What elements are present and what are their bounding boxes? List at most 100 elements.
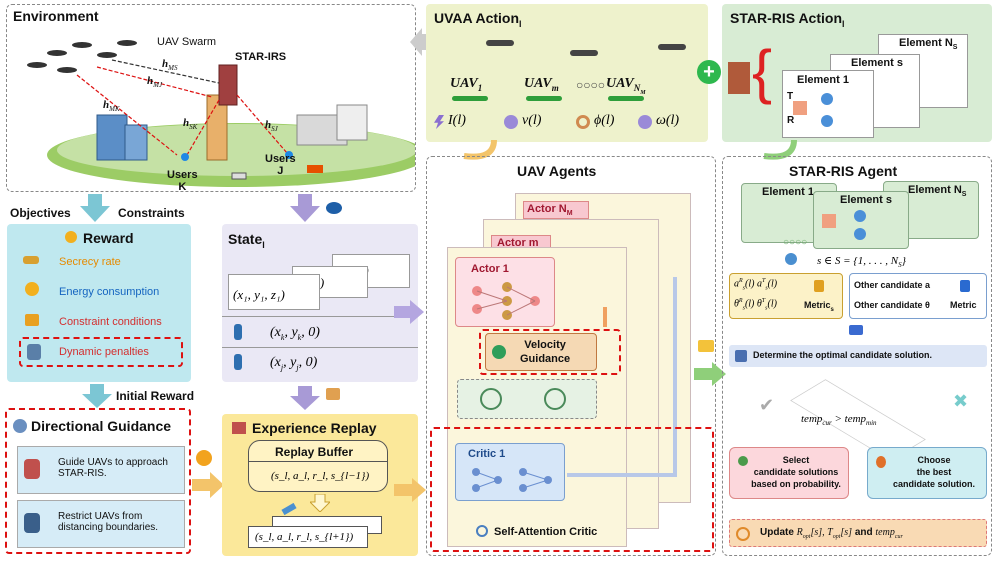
candidate-s-box: aRs(l) aTs(l) θRs(l) θTs(l) Metrics — [729, 273, 843, 319]
guidance-item-1: Guide UAVs to approach STAR-RIS. — [58, 457, 168, 479]
uav-nm-label: UAVNM — [606, 76, 646, 96]
user-guide-icon — [24, 459, 40, 479]
house-icon — [232, 422, 246, 434]
determine-icon — [735, 350, 747, 362]
key-icon — [23, 256, 39, 264]
update-box: Update Ropt[s], Topt[s] and tempcur — [729, 519, 987, 547]
state-panel: Statel zNM) zm) (x₁, y₁, z₁) (xk, yk, 0)… — [222, 224, 418, 382]
env-sample-box — [457, 379, 597, 419]
reward-item-secrecy: Secrecy rate — [59, 256, 121, 268]
award-icon — [196, 450, 212, 466]
reward-to-guidance-arrow — [82, 384, 112, 408]
velocity-guidance-dashbox — [479, 329, 621, 375]
metric-lock-icon — [960, 280, 970, 292]
star-action-title: STAR-RIS Actionl — [730, 10, 845, 29]
uav-nm-drone — [658, 44, 686, 50]
actor-1-network — [472, 282, 540, 320]
uav-1-bar — [452, 96, 488, 101]
star-element-1-r: R — [787, 115, 795, 126]
guidance-to-replay-arrow — [192, 472, 224, 498]
reward-item-energy: Energy consumption — [59, 286, 160, 298]
replay-to-critic-arrow — [394, 478, 426, 502]
uav-m-bar — [526, 96, 562, 101]
uvaa-panel: UVAA Actionl UAV1 UAVm ○○○○ UAVNM I(l) ν… — [426, 4, 708, 142]
building-right-2 — [336, 104, 368, 141]
h-mj-label: hMJ — [147, 75, 163, 90]
choose-icon — [876, 456, 886, 468]
reward-item-dynamic: Dynamic penalties — [59, 346, 149, 358]
critic-1-box: Critic 1 — [455, 443, 565, 501]
pen-icon — [281, 502, 297, 516]
param-omega: ω(l) — [656, 113, 680, 128]
building-blue — [96, 114, 128, 161]
agent-element-s-label: Element s — [840, 194, 892, 206]
actor-nm-header — [523, 201, 589, 219]
truck-icon — [307, 165, 323, 173]
search-state-icon — [544, 388, 566, 410]
uav-m-label: UAVm — [524, 76, 559, 93]
guidance-item-1-box: Guide UAVs to approach STAR-RIS. — [17, 446, 185, 494]
initial-reward-label: Initial Reward — [116, 389, 195, 403]
agent-element-s-card: Element s — [813, 191, 909, 249]
element-1-square — [793, 101, 807, 115]
actor-m-label: Actor m — [497, 237, 539, 249]
uav-1-label: UAV1 — [450, 76, 483, 93]
state-to-replay-arrow — [290, 386, 320, 410]
param-phi: ϕ(l) — [594, 113, 615, 128]
buffer-down-arrow — [310, 494, 330, 512]
irs-panel-icon — [728, 62, 750, 94]
link-mk — [76, 74, 178, 156]
cross-icon: ✖ — [953, 391, 969, 411]
check-icon: ✔ — [759, 395, 775, 415]
environment-scene — [27, 40, 415, 187]
actor-1-label: Actor 1 — [471, 263, 509, 275]
person-icon — [27, 344, 41, 360]
other-candidate-a: Other candidate a — [854, 280, 931, 290]
metric-s-label: Metrics — [804, 300, 834, 313]
reward-item-constraint: Constraint conditions — [59, 316, 162, 328]
replay-panel: Experience Replay Replay Buffer (s_l, a_… — [222, 414, 418, 556]
user-k-icon — [181, 153, 189, 161]
replay-buffer-cylinder: Replay Buffer (s_l, a_l, r_l, s_{l−1}) — [248, 440, 388, 492]
metric-s-lock-icon — [814, 280, 824, 292]
constraints-label: Constraints — [118, 206, 185, 220]
agent-element-s-phase-1 — [854, 210, 866, 222]
metric-label: Metric — [950, 300, 977, 310]
state-pos-1-card: (x₁, y₁, z₁) — [228, 274, 320, 310]
star-agent-title: STAR-RIS Agent — [789, 163, 898, 179]
star-element-1-label: Element 1 — [797, 74, 849, 86]
agent-element-s-square — [822, 214, 836, 228]
element-1-phase-2 — [821, 115, 833, 127]
speed-icon — [504, 115, 518, 129]
buffer-divider — [249, 461, 387, 462]
link-ms — [111, 59, 220, 84]
uvaa-param-row: I(l) ν(l) ϕ(l) ω(l) — [426, 108, 708, 138]
lightning-icon — [434, 115, 444, 129]
temp-compare: tempcur > tempmin — [801, 413, 877, 428]
set-icon — [785, 253, 797, 265]
car-icon — [231, 172, 247, 180]
update-label: Update Ropt[s], Topt[s] and tempcur — [760, 527, 903, 540]
eye-icon — [326, 202, 342, 214]
critic-1-network — [472, 468, 552, 492]
building-blue-2 — [124, 124, 148, 161]
replay-tuple-1: (s_l, a_l, r_l, s_{l−1}) — [271, 470, 370, 482]
link-mj — [96, 66, 213, 98]
self-attention-label: Self-Attention Critic — [494, 526, 598, 538]
uav-ellipsis: ○○○○ — [576, 78, 605, 92]
link-sj — [236, 94, 288, 154]
velocity-icon — [492, 345, 506, 359]
restrict-icon — [24, 513, 40, 533]
env-to-reward-arrow — [80, 194, 110, 222]
state-to-agents-arrow — [394, 300, 424, 324]
critic-return-line — [567, 473, 677, 477]
objectives-label: Objectives — [10, 206, 71, 220]
state-row-k: (xk, yk, 0) — [270, 325, 320, 342]
candidate-other-box: Other candidate a Other candidate θ Metr… — [849, 273, 987, 319]
guidance-item-2-box: Restrict UAVs from distancing boundaries… — [17, 500, 185, 548]
